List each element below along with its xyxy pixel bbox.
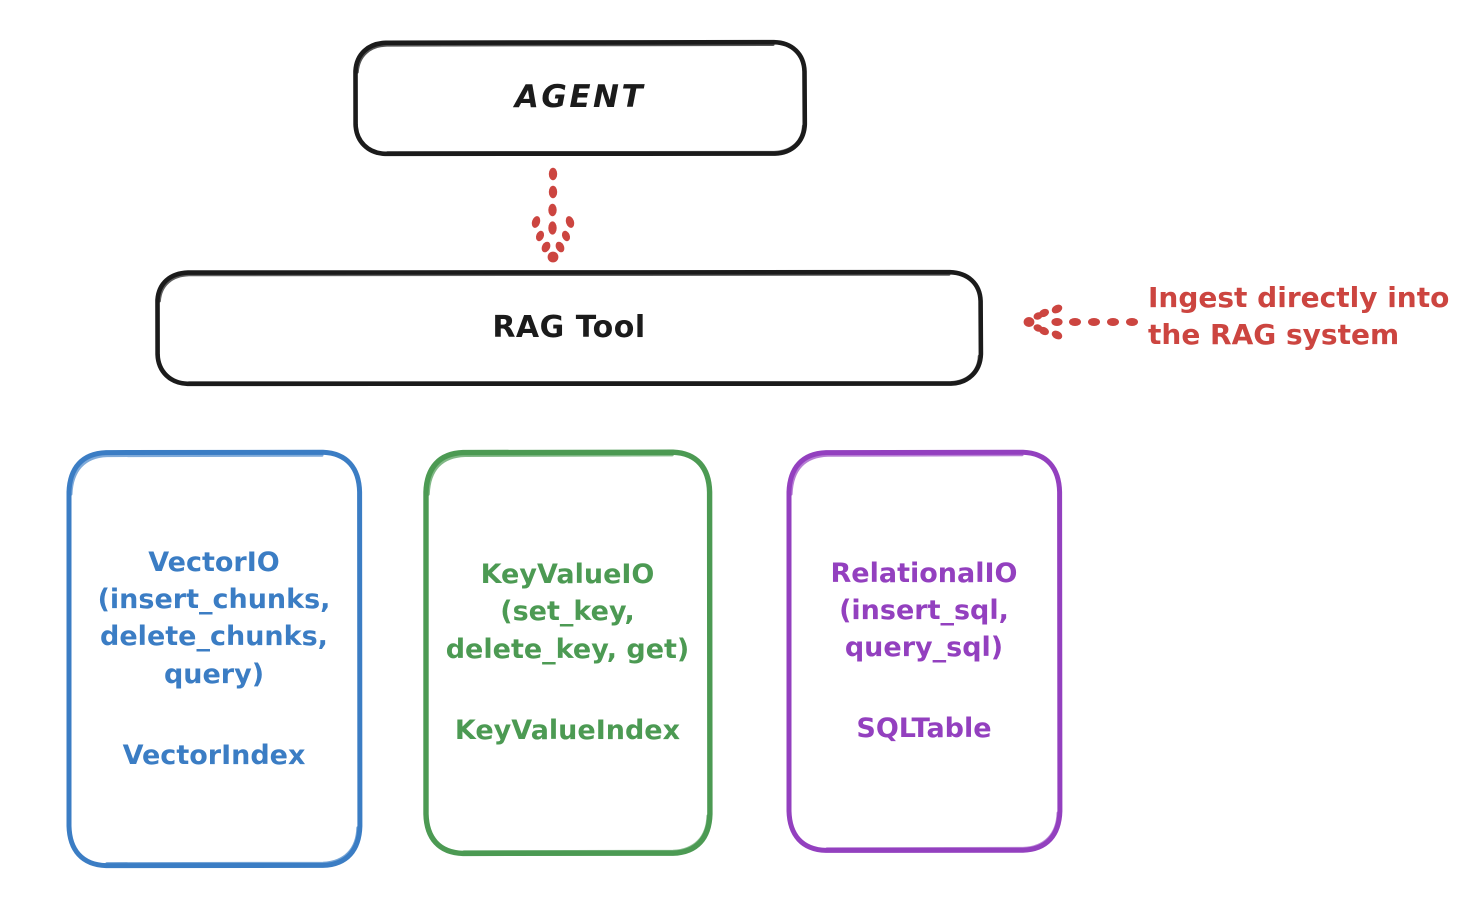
node-key-value-io[interactable]: KeyValueIO (set_key, delete_key, get) Ke… [423, 449, 713, 857]
node-agent-label: AGENT [514, 79, 646, 116]
relational-io-text: RelationalIO (insert_sql, query_sql) SQL… [831, 555, 1018, 748]
node-rag-tool-label: RAG Tool [492, 309, 646, 345]
relational-io-api: RelationalIO (insert_sql, query_sql) [830, 557, 1018, 664]
vector-io-api: VectorIO (insert_chunks, delete_chunks, … [97, 546, 331, 690]
node-agent[interactable]: AGENT [353, 39, 808, 157]
annotation-ingest: Ingest directly into the RAG system [1148, 281, 1450, 351]
key-value-io-api: KeyValueIO (set_key, delete_key, get) [445, 559, 690, 665]
node-vector-io[interactable]: VectorIO (insert_chunks, delete_chunks, … [66, 449, 363, 869]
key-value-io-index: KeyValueIndex [454, 714, 681, 746]
arrow-ingest-into-rag-tool [1023, 304, 1138, 340]
vector-io-text: VectorIO (insert_chunks, delete_chunks, … [98, 544, 331, 774]
node-rag-tool[interactable]: RAG Tool [155, 269, 984, 387]
key-value-io-text: KeyValueIO (set_key, delete_key, get) Ke… [446, 556, 690, 749]
arrow-agent-to-rag-tool [531, 167, 575, 263]
vector-io-index: VectorIndex [122, 739, 306, 771]
relational-io-index: SQLTable [856, 713, 992, 745]
node-relational-io[interactable]: RelationalIO (insert_sql, query_sql) SQL… [786, 449, 1063, 853]
